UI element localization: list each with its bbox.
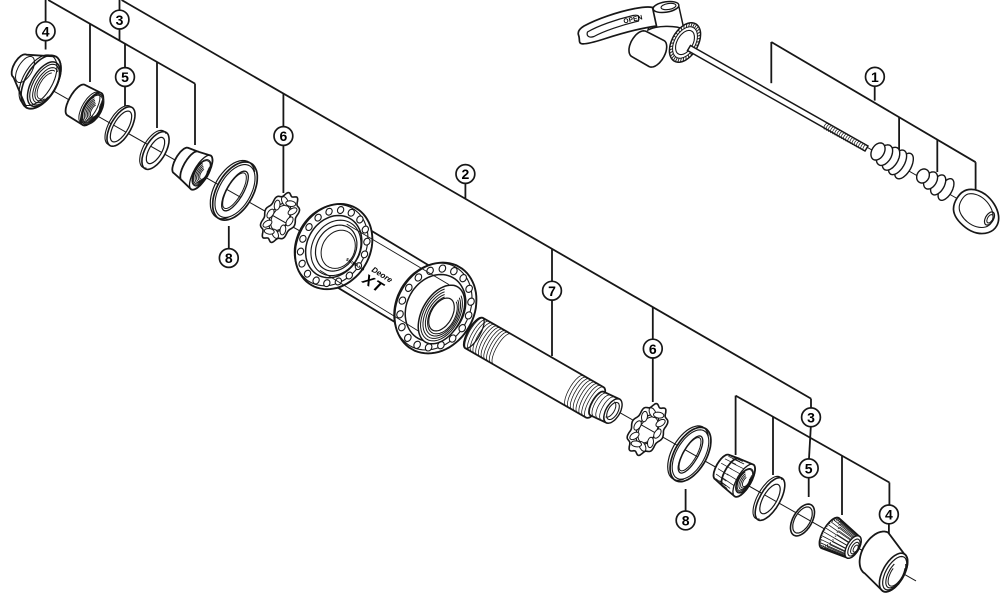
svg-text:7: 7: [548, 283, 556, 299]
svg-text:6: 6: [280, 128, 288, 144]
svg-text:3: 3: [116, 12, 124, 28]
svg-text:3: 3: [807, 410, 815, 426]
svg-text:5: 5: [805, 461, 813, 477]
svg-text:OPEN: OPEN: [623, 14, 644, 25]
svg-text:1: 1: [871, 69, 879, 85]
svg-text:8: 8: [225, 250, 233, 266]
svg-text:4: 4: [885, 507, 893, 523]
svg-text:4: 4: [42, 23, 50, 39]
svg-text:2: 2: [462, 166, 470, 182]
svg-text:8: 8: [682, 513, 690, 529]
svg-text:5: 5: [121, 69, 129, 85]
svg-text:6: 6: [649, 341, 657, 357]
